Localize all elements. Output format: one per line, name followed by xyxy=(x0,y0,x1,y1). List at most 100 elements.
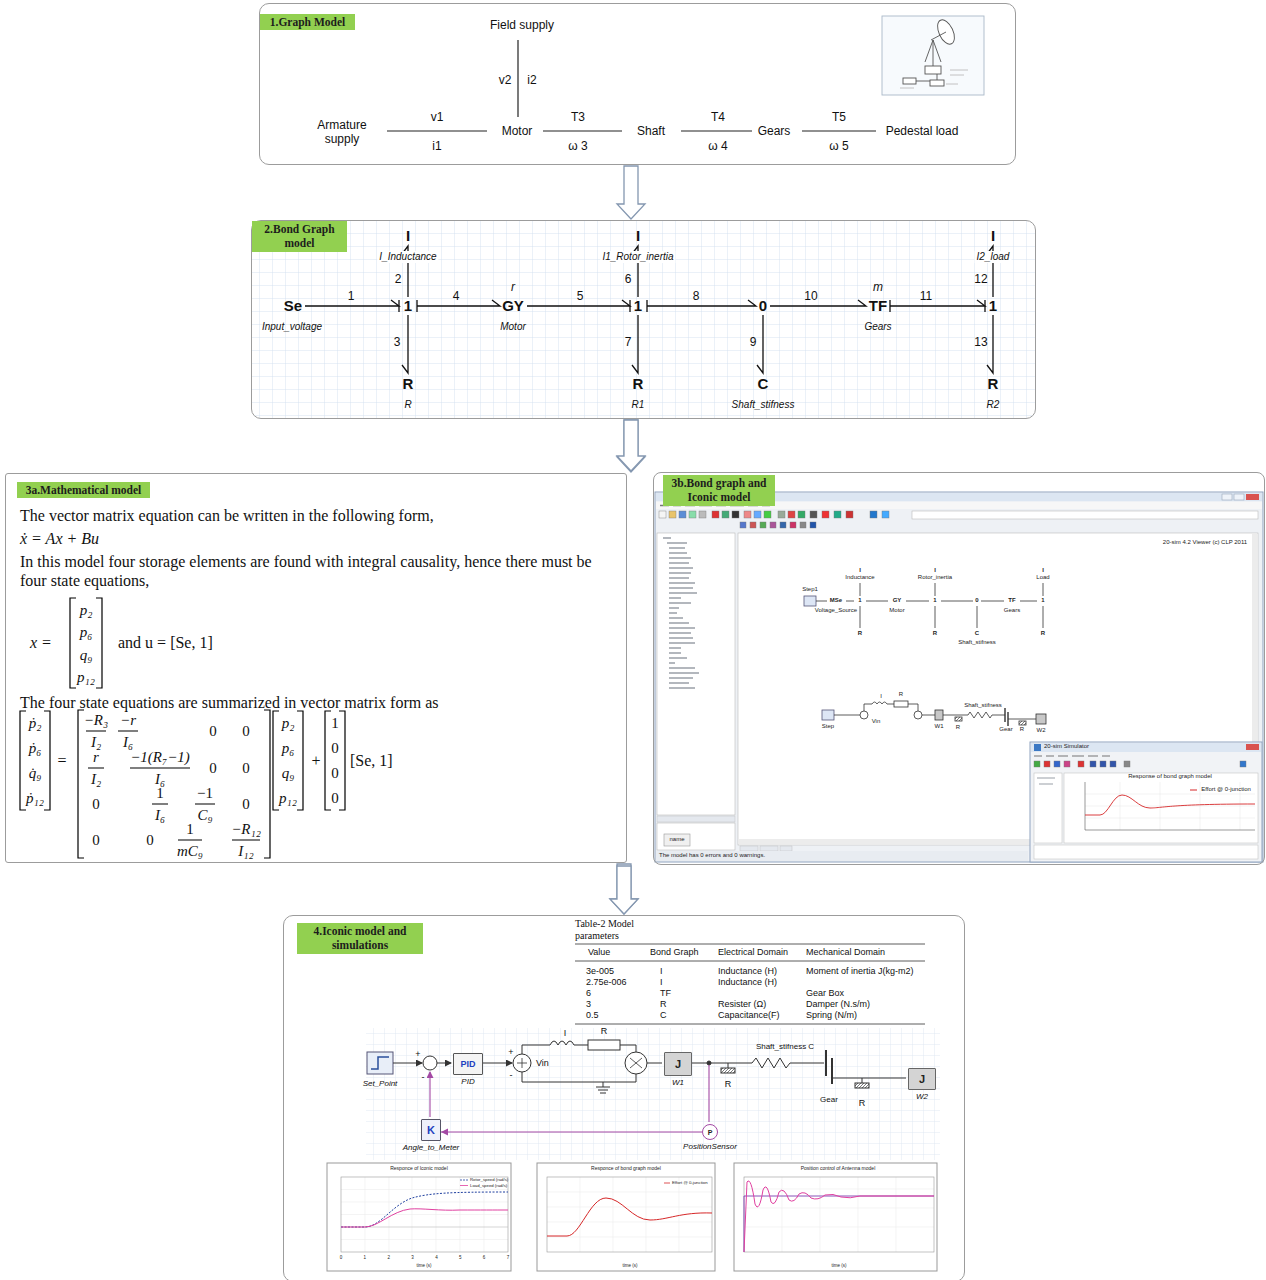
software-screenshot xyxy=(922,715,935,716)
table-header: Bond Graph xyxy=(650,947,699,958)
vector-entry: ṗ₁₂ xyxy=(26,789,44,807)
iconic-model-wires xyxy=(855,1083,869,1088)
software-screenshot xyxy=(943,712,1005,718)
screen-text: R xyxy=(899,691,903,698)
software-screenshot xyxy=(1005,708,1008,726)
software-screenshot xyxy=(1054,761,1060,767)
software-screenshot xyxy=(732,511,739,518)
software-screenshot xyxy=(822,710,834,720)
software-screenshot xyxy=(1085,782,1255,830)
matrix-entry: I₂ xyxy=(91,770,101,788)
screen-text: Step xyxy=(822,723,834,730)
bond-element: 1 xyxy=(404,297,412,315)
graph-lines xyxy=(543,130,622,131)
screen-text: W2 xyxy=(1037,727,1046,734)
software-screenshot xyxy=(780,522,786,528)
element-name: I_Inductance xyxy=(377,251,438,263)
block-caption: Angle_to_Meter xyxy=(403,1143,459,1153)
table-cell: Spring (N/m) xyxy=(806,1010,857,1021)
software-screenshot xyxy=(1246,744,1259,750)
panel-title: 1.Graph Model xyxy=(260,14,355,30)
software-screenshot xyxy=(870,511,877,518)
element-name: R1 xyxy=(632,399,645,411)
bond-element: I xyxy=(406,227,410,245)
matrix-brackets xyxy=(86,731,260,840)
table-cell: Gear Box xyxy=(806,988,844,999)
software-screenshot xyxy=(1090,761,1096,767)
flow-arrow xyxy=(617,420,645,471)
graph-lines xyxy=(387,130,487,131)
element-name: I1_Rotor_inertia xyxy=(600,251,675,263)
element-name: R2 xyxy=(987,399,1000,411)
bond-lines xyxy=(399,300,985,312)
element-name: I2_load xyxy=(975,251,1012,263)
software-screenshot xyxy=(722,511,729,518)
block-name: Shaft xyxy=(637,124,665,138)
screen-text: 0 xyxy=(975,597,978,604)
table-header: Value xyxy=(588,947,610,958)
flow-arrow xyxy=(610,866,638,914)
software-screenshot xyxy=(679,511,686,518)
equation-text: In this model four storage elements are … xyxy=(20,552,620,590)
iconic-model-wires xyxy=(647,1063,662,1064)
software-screenshot xyxy=(1240,761,1246,767)
bond-number: 3 xyxy=(394,335,401,349)
chart-title: Position control of Antenna model xyxy=(801,1165,876,1171)
axis-title: time (s) xyxy=(623,1263,638,1268)
bond-number: 1 xyxy=(348,289,355,303)
component-name: Vin xyxy=(536,1058,549,1069)
panel-title: 3a.Mathematical model xyxy=(17,482,150,498)
iconic-model-wires xyxy=(862,1078,863,1083)
screen-text: name xyxy=(669,836,684,843)
bond-element: R xyxy=(988,375,999,393)
vector-entry: 0 xyxy=(331,764,339,782)
software-screenshot xyxy=(790,522,796,528)
bond-element: Se xyxy=(284,297,302,315)
software-screenshot xyxy=(1036,714,1046,724)
software-screenshot xyxy=(669,511,676,518)
software-screenshot xyxy=(846,511,853,518)
axis-title: time (s) xyxy=(832,1263,847,1268)
iconic-model-wires xyxy=(625,1052,647,1074)
equation-text: x = xyxy=(30,633,52,652)
screen-text: I xyxy=(880,693,882,700)
screen-text: Shaft_stifness xyxy=(958,639,996,646)
bond-number: 7 xyxy=(625,335,632,349)
antenna-thumbnail xyxy=(934,17,958,46)
bond-element: 1 xyxy=(634,297,642,315)
software-screenshot xyxy=(816,601,1037,602)
table-cell: I xyxy=(660,977,663,988)
vector-entry: p₁₂ xyxy=(77,668,95,686)
flow-arrow xyxy=(617,420,645,471)
screen-text: Rotor_inertia xyxy=(918,574,952,581)
matrix-entry: −r xyxy=(120,711,136,729)
response-chart xyxy=(460,1180,468,1181)
axis-tick: 1 xyxy=(364,1255,367,1260)
table-cell: Resister (Ω) xyxy=(718,999,766,1010)
vector-entry: q̇₉ xyxy=(29,764,42,782)
signal-name: v1 xyxy=(431,110,444,124)
legend-text: Rotor_speed (rad/s) xyxy=(470,1177,508,1182)
matrix-entry: r xyxy=(93,748,99,766)
matrix-entry: I₁₂ xyxy=(238,842,253,860)
software-screenshot xyxy=(955,717,962,721)
matrix-entry: 0 xyxy=(92,831,100,849)
table-header: Mechanical Domain xyxy=(806,947,885,958)
screen-text: TF xyxy=(1008,597,1015,604)
software-screenshot xyxy=(663,538,699,688)
software-screenshot xyxy=(738,533,1258,845)
vector-entry: p₆ xyxy=(282,739,295,757)
signal-name: ω 5 xyxy=(829,139,848,153)
screen-text: Response of bond graph model xyxy=(1128,773,1212,780)
operator: = xyxy=(57,751,66,770)
software-screenshot xyxy=(1034,755,1110,756)
screen-text: Vin xyxy=(872,718,881,725)
element-name: Shaft_stifness xyxy=(732,399,795,411)
software-screenshot xyxy=(1044,761,1050,767)
screen-text: Shaft_stifness xyxy=(964,702,1002,709)
vector-entry: q₉ xyxy=(80,646,93,664)
iconic-model-wires xyxy=(513,1054,531,1072)
element-name: R xyxy=(404,399,411,411)
software-screenshot xyxy=(1037,778,1055,784)
